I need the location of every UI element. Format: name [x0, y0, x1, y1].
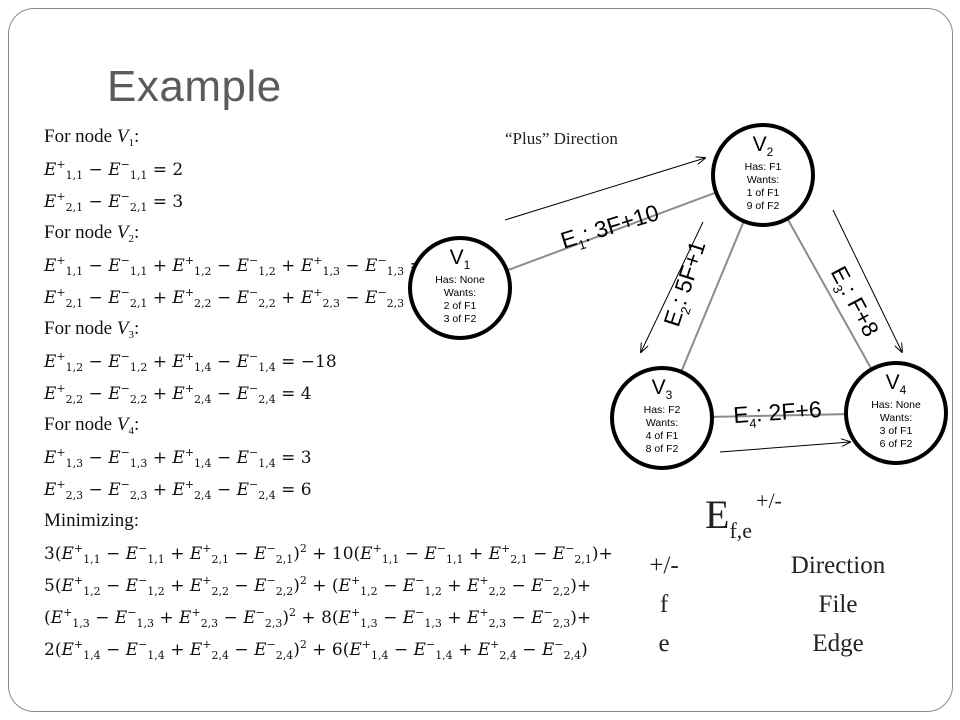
equation-heading: For node V1:: [44, 126, 140, 149]
node-wants-item: 3 of F2: [444, 313, 477, 325]
node-has: Has: F1: [745, 161, 782, 173]
edge-line-e1: [506, 191, 717, 272]
edge-line-e3: [786, 218, 873, 370]
node-wants-title: Wants:: [444, 287, 476, 299]
legend-table: +/- Direction f File e Edge: [620, 552, 920, 669]
node-circle: [711, 123, 815, 227]
edge-line-e2: [680, 220, 745, 373]
node-wants-title: Wants:: [880, 412, 912, 424]
node-circle: [408, 236, 512, 340]
plus-direction-arrow-e4: [719, 442, 850, 453]
legend-symbol-subscript: f,e: [729, 518, 753, 543]
node-has: Has: None: [435, 274, 485, 286]
legend-row: e Edge: [620, 630, 920, 669]
node-circle: [844, 361, 948, 465]
node-has: Has: None: [871, 399, 921, 411]
legend-symbol-base: E: [705, 492, 730, 537]
equation-heading: For node V4:: [44, 414, 140, 437]
plus-direction-arrow-e3: [832, 209, 902, 352]
node-wants-title: Wants:: [646, 417, 678, 429]
equation-heading: For node V2:: [44, 222, 140, 245]
node-wants-item: 1 of F1: [747, 187, 780, 199]
equation-line: E+2,3 − E−2,3 + E+2,4 − E−2,4 = 6: [44, 478, 312, 502]
legend-row: f File: [620, 591, 920, 630]
equation-heading: For node V3:: [44, 318, 140, 341]
legend-row-meaning: File: [818, 591, 858, 618]
plus-direction-note: “Plus” Direction: [505, 129, 618, 148]
legend-row-symbol: +/-: [649, 552, 679, 579]
node-wants-item: 3 of F1: [880, 425, 913, 437]
equation-line: E+2,1 − E−2,1 = 3: [44, 190, 184, 214]
equation-heading: Minimizing:: [44, 510, 139, 531]
node-wants-title: Wants:: [747, 174, 779, 186]
plus-direction-arrow-e1: [504, 158, 705, 221]
node-wants-item: 6 of F2: [880, 438, 913, 450]
edge-label-e1: E1: 3F+10: [557, 199, 663, 257]
node-wants-item: 2 of F1: [444, 300, 477, 312]
node-wants-item: 8 of F2: [646, 443, 679, 455]
equation-line: 2(E+1,4 − E−1,4 + E+2,4 − E−2,4)2 + 6(E+…: [44, 638, 588, 662]
equation-line: 5(E+1,2 − E−1,2 + E+2,2 − E−2,2)2 + (E+1…: [44, 574, 592, 598]
legend-row: +/- Direction: [620, 552, 920, 591]
node-circle: [610, 366, 714, 470]
equation-line: E+2,2 − E−2,2 + E+2,4 − E−2,4 = 4: [44, 382, 312, 406]
equation-line: (E+1,3 − E−1,3 + E+2,3 − E−2,3)2 + 8(E+1…: [44, 606, 592, 630]
equation-line: E+1,2 − E−1,2 + E+1,4 − E−1,4 = −18: [44, 350, 337, 374]
legend-row-symbol: e: [658, 630, 670, 657]
edge-label-e2: E2: 5F+1: [658, 237, 714, 330]
node-has: Has: F2: [644, 404, 681, 416]
plus-direction-arrow-e2: [641, 221, 704, 352]
edge-label-e3: E3: F+8: [822, 262, 884, 343]
legend-symbol-superscript: +/-: [756, 488, 782, 513]
node-wants-item: 4 of F1: [646, 430, 679, 442]
node-wants-item: 9 of F2: [747, 200, 780, 212]
legend-row-meaning: Edge: [812, 630, 864, 657]
legend-row-symbol: f: [659, 591, 669, 618]
slide-frame: [8, 8, 953, 712]
slide-title: Example: [107, 62, 282, 111]
edge-label-e4: E4: 2F+6: [732, 396, 822, 432]
legend-symbol: Ef,e+/-: [705, 488, 782, 544]
equation-line: E+1,1 − E−1,1 = 2: [44, 158, 184, 182]
equation-line: E+1,3 − E−1,3 + E+1,4 − E−1,4 = 3: [44, 446, 312, 470]
edge-line-e4: [711, 413, 847, 418]
legend-row-meaning: Direction: [790, 552, 886, 579]
equation-line: 3(E+1,1 − E−1,1 + E+2,1 − E−2,1)2 + 10(E…: [44, 542, 613, 566]
